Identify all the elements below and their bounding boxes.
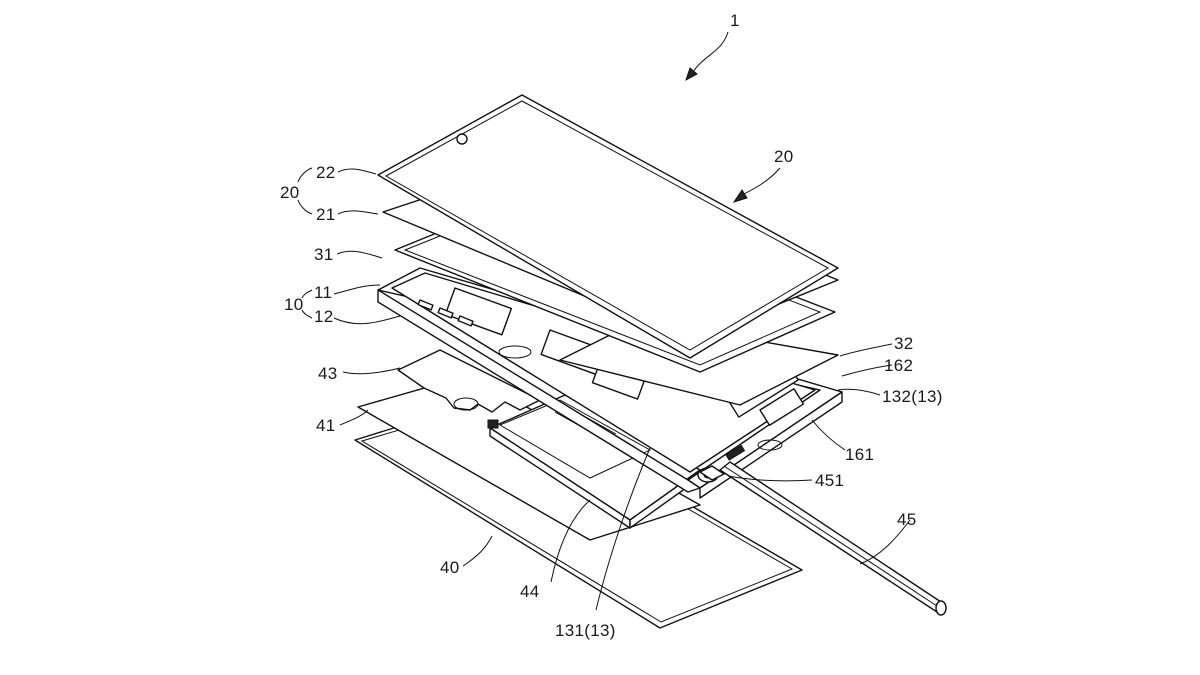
label-bracket-plate: 31 — [314, 245, 334, 264]
label-pen-hole-131: 131(13) — [555, 621, 616, 640]
label-pen-cap: 451 — [815, 471, 844, 490]
label-coil-sheet: 41 — [316, 416, 336, 435]
label-display-assembly: 20 — [774, 147, 794, 166]
label-frame-outer: 12 — [314, 307, 334, 326]
label-display-panel: 21 — [316, 205, 336, 224]
label-board-162: 162 — [884, 356, 913, 375]
label-back-cover: 40 — [440, 558, 460, 577]
label-cover-glass: 22 — [316, 163, 336, 182]
label-stylus-pen: 45 — [897, 510, 917, 529]
label-battery: 44 — [520, 582, 540, 601]
label-wireless-coil: 43 — [318, 364, 338, 383]
label-frame-group: 10 — [284, 295, 304, 314]
label-board-161: 161 — [845, 445, 874, 464]
label-shield-plate: 32 — [894, 334, 914, 353]
label-pen-hole-132: 132(13) — [882, 387, 943, 406]
label-frame-inner: 11 — [314, 283, 332, 302]
label-device: 1 — [730, 11, 740, 30]
label-display-group: 20 — [280, 183, 300, 202]
